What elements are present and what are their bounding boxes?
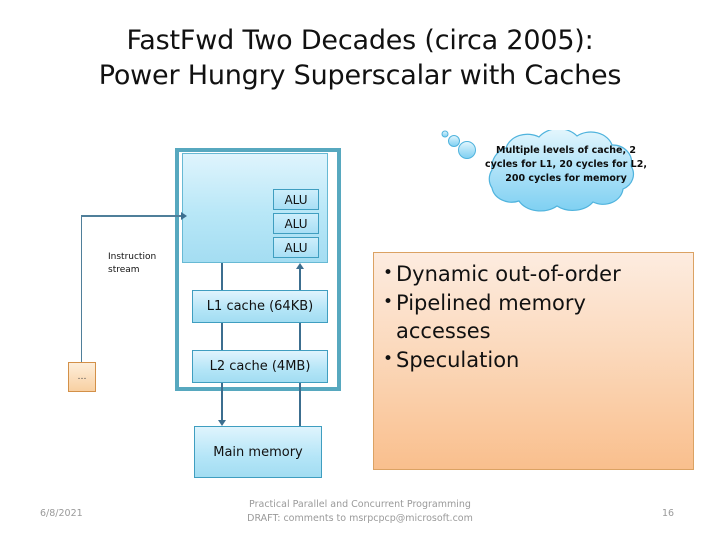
instruction-stream-ellipsis-box: … <box>68 362 96 392</box>
bullet-item-2: • Pipelined memory accesses <box>380 290 683 345</box>
footer-date: 6/8/2021 <box>40 508 83 519</box>
footer-attribution-line-2: DRAFT: comments to msrpcpcp@microsoft.co… <box>247 513 473 525</box>
bullet-item-1: • Dynamic out-of-order <box>380 261 683 288</box>
bullet-text-3: Speculation <box>396 347 520 372</box>
bullet-item-3: • Speculation <box>380 347 683 374</box>
bullets-panel: • Dynamic out-of-order • Pipelined memor… <box>373 252 694 470</box>
alu-box-1: ALU <box>273 189 319 210</box>
connector-core-to-l1 <box>221 263 223 290</box>
bullet-marker-icon: • <box>382 263 394 283</box>
arrow-l2-to-memory <box>218 420 226 426</box>
bullet-text-2: Pipelined memory accesses <box>396 291 586 343</box>
alu-box-3: ALU <box>273 237 319 258</box>
alu-box-2: ALU <box>273 213 319 234</box>
l2-cache-box: L2 cache (4MB) <box>192 350 328 383</box>
cloud-callout-text: Multiple levels of cache, 2 cycles for L… <box>485 145 647 185</box>
superscalar-core-block: ALU ALU ALU <box>182 153 328 263</box>
slide-title: FastFwd Two Decades (circa 2005): Power … <box>20 24 700 93</box>
title-line-2: Power Hungry Superscalar with Caches <box>98 59 622 91</box>
bullet-text-1: Dynamic out-of-order <box>396 262 621 286</box>
footer-attribution-line-1: Practical Parallel and Concurrent Progra… <box>249 499 471 510</box>
title-line-1: FastFwd Two Decades (circa 2005): <box>126 25 594 56</box>
connector-memory-to-l2 <box>299 383 301 426</box>
instruction-stream-label: Instruction stream <box>108 252 157 276</box>
footer-attribution: Practical Parallel and Concurrent Progra… <box>180 498 540 527</box>
footer-page-number: 16 <box>661 508 675 519</box>
bullet-marker-icon: • <box>382 292 394 313</box>
l1-cache-box: L1 cache (64KB) <box>192 290 328 323</box>
cloud-shape-icon <box>441 130 635 212</box>
connector-l2-to-memory <box>221 383 223 420</box>
main-memory-box: Main memory <box>194 426 322 478</box>
arrow-l1-to-core <box>296 263 304 269</box>
connector-l1-to-l2 <box>221 323 223 350</box>
bullet-marker-icon: • <box>382 348 394 369</box>
cloud-callout: Multiple levels of cache, 2 cycles for L… <box>440 130 692 218</box>
connector-l1-to-core <box>299 269 301 290</box>
connector-l2-to-l1 <box>299 323 301 350</box>
arrow-stream-to-core <box>181 212 187 220</box>
connector-stream-horizontal <box>81 215 185 217</box>
connector-stream-vertical <box>81 216 82 362</box>
